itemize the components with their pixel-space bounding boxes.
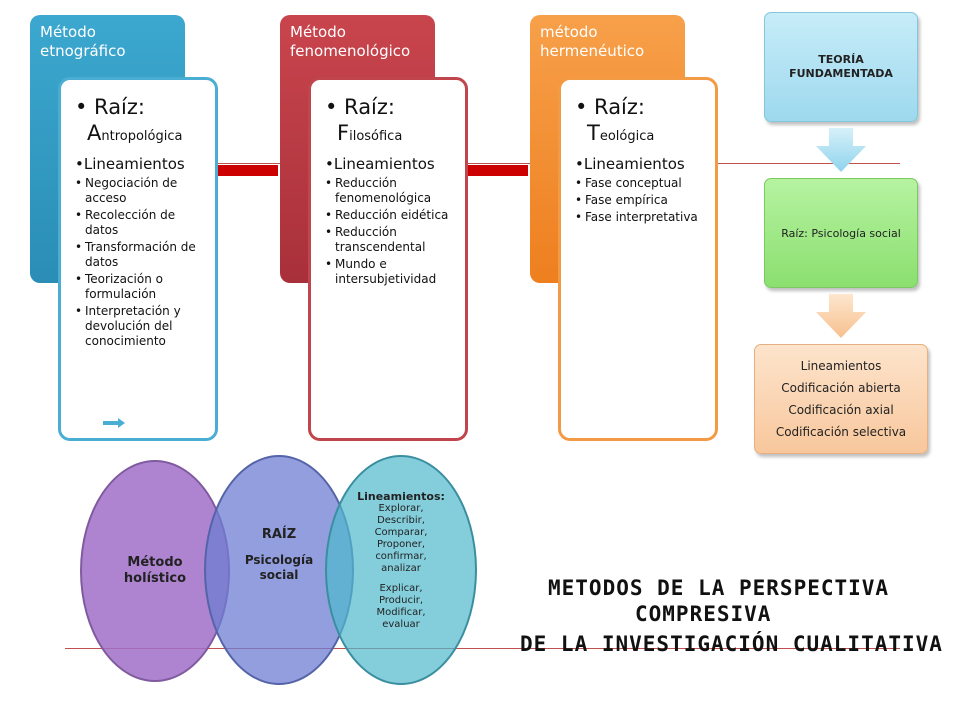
raiz-label: • Raíz: [575, 95, 645, 119]
lineamientos-list: Negociación de acceso Recolección de dat… [75, 176, 205, 349]
raiz-value: Antropológica [75, 120, 205, 150]
teoria-line: Codificación axial [788, 403, 894, 417]
list-item: Mundo e intersubjetividad [325, 257, 455, 287]
lineamientos-list: Fase conceptual Fase empírica Fase inter… [575, 176, 705, 225]
arrow-down-icon [816, 128, 866, 172]
raiz-initial: A [87, 121, 102, 145]
connector-1 [218, 165, 278, 176]
method-tab-line2: hermenéutico [540, 42, 645, 60]
holistic-raiz-title: RAÍZ [261, 527, 297, 542]
method-tab-line1: Método [290, 23, 346, 41]
page-title-line2: COMPRESIVA [635, 602, 772, 626]
holistic-lin-item: Modificar, [376, 606, 426, 618]
list-item: Reducción transcendental [325, 225, 455, 255]
holistic-lineamientos-ellipse: Lineamientos: Explorar, Describir, Compa… [325, 455, 477, 685]
raiz-label: • Raíz: [325, 95, 395, 119]
method-tab-line1: método [540, 23, 598, 41]
holistic-lin-item: analizar [381, 562, 421, 574]
method-card-etnografico: • Raíz: Antropológica •Lineamientos Nego… [58, 77, 218, 441]
list-item: Transformación de datos [75, 240, 205, 270]
teoria-fundamentada-box: TEORÍA FUNDAMENTADA [764, 12, 918, 122]
holistic-lin-item: Proponer, [376, 538, 426, 550]
holistic-name-line2: holístico [123, 571, 187, 586]
holistic-lin-item: Comparar, [374, 526, 428, 538]
raiz-label: • Raíz: [75, 95, 145, 119]
list-item: Reducción eidética [325, 208, 455, 223]
lineamientos-list: Reducción fenomenológica Reducción eidét… [325, 176, 455, 287]
holistic-lin-item: evaluar [382, 618, 420, 630]
holistic-lin-item: Describir, [377, 514, 425, 526]
method-tab-line2: fenomenológico [290, 42, 411, 60]
raiz-initial: F [337, 121, 350, 145]
list-item: Fase empírica [575, 193, 705, 208]
list-item: Teorización o formulación [75, 272, 205, 302]
list-item: Negociación de acceso [75, 176, 205, 206]
teoria-raiz-box: Raíz: Psicología social [764, 178, 918, 288]
holistic-lin-item: confirmar, [375, 550, 427, 562]
list-item: Reducción fenomenológica [325, 176, 455, 206]
list-item: Fase interpretativa [575, 210, 705, 225]
raiz-rest: eológica [599, 129, 655, 144]
method-card-hermeneutico: • Raíz: Teológica •Lineamientos Fase con… [558, 77, 718, 441]
lineamientos-heading: •Lineamientos [325, 155, 435, 173]
teoria-raiz-text: Raíz: Psicología social [781, 226, 901, 240]
list-item: Recolección de datos [75, 208, 205, 238]
method-tab-line1: Método [40, 23, 96, 41]
raiz-rest: ntropológica [101, 129, 183, 144]
lineamientos-heading: •Lineamientos [75, 155, 185, 173]
teoria-lineamientos-box: Lineamientos Codificación abierta Codifi… [754, 344, 928, 454]
teoria-line: Codificación abierta [781, 381, 901, 395]
lineamientos-heading: •Lineamientos [575, 155, 685, 173]
holistic-raiz-line1: Psicología [244, 553, 314, 567]
page-title-line1: METODOS DE LA PERSPECTIVA [548, 576, 890, 600]
holistic-lin-item: Producir, [378, 594, 424, 606]
raiz-value: Filosófica [325, 120, 455, 150]
holistic-raiz-line2: social [259, 568, 299, 582]
holistic-lin-item: Explicar, [379, 582, 423, 594]
page-title-line3: DE LA INVESTIGACIÓN CUALITATIVA [520, 632, 943, 656]
holistic-name-line1: Método [127, 555, 183, 570]
teoria-title-line2: FUNDAMENTADA [789, 67, 893, 80]
rule-bottom [65, 648, 900, 649]
connector-2 [468, 165, 528, 176]
arrow-right-icon [103, 418, 125, 428]
teoria-line: Lineamientos [800, 359, 882, 373]
teoria-title-line1: TEORÍA [818, 53, 864, 66]
arrow-down-icon [816, 294, 866, 338]
raiz-value: Teológica [575, 120, 705, 150]
teoria-line: Codificación selectiva [775, 425, 907, 439]
holistic-lin-item: Explorar, [378, 502, 424, 514]
raiz-rest: ilosófica [349, 129, 403, 144]
holistic-lin-title: Lineamientos: [357, 489, 445, 503]
method-card-fenomenologico: • Raíz: Filosófica •Lineamientos Reducci… [308, 77, 468, 441]
method-tab-line2: etnográfico [40, 42, 126, 60]
list-item: Interpretación y devolución del conocimi… [75, 304, 205, 349]
list-item: Fase conceptual [575, 176, 705, 191]
raiz-initial: T [587, 121, 600, 145]
